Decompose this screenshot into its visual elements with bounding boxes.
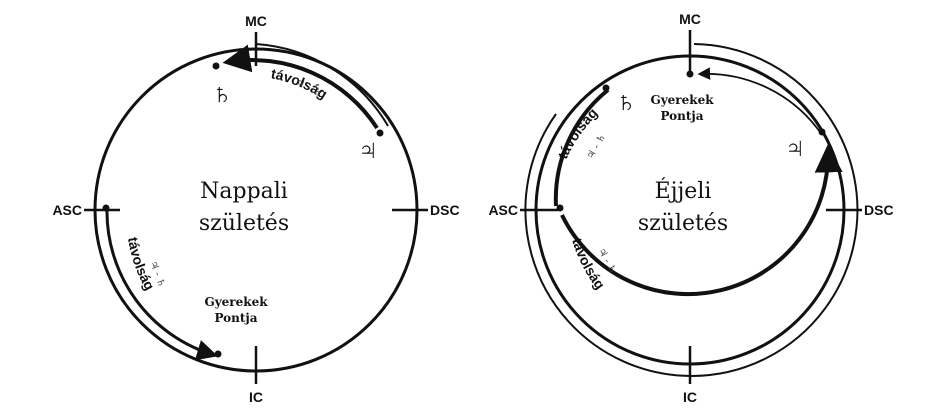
left-bottom-arrow-arc — [105, 207, 219, 361]
left-saturn-point — [212, 62, 220, 70]
left-children-point — [214, 350, 222, 358]
right-asc-point — [556, 204, 564, 212]
left-jupiter-point — [376, 129, 384, 137]
left-jupiter-glyph: ♃ — [357, 134, 380, 167]
left-top-arc-outer — [255, 43, 389, 127]
right-mc-point — [686, 70, 694, 78]
right-jupiter-glyph: ♃ — [784, 132, 807, 165]
right-lower-thick-arc — [560, 144, 843, 297]
left-saturn-glyph: ♄ — [211, 78, 234, 111]
right-children-point-label-line1: Gyerekek — [650, 93, 714, 107]
left-asc-label: ASC — [52, 202, 82, 218]
right-chart-title-line1: Éjjeli — [655, 177, 712, 204]
left-mc-label: MC — [245, 13, 267, 29]
right-saturn-point — [602, 84, 610, 92]
right-dsc-label: DSC — [864, 202, 894, 218]
right-jupiter-point — [818, 128, 826, 136]
right-mc-label: MC — [679, 11, 701, 27]
left-top-arrow-arc — [222, 44, 379, 130]
left-ic-label: IC — [249, 389, 263, 405]
left-asc-point — [102, 204, 110, 212]
left-children-point-label-line2: Pontja — [214, 311, 257, 325]
left-chart: MC IC ASC DSC Nappali születés ♄ ♃ távol… — [52, 13, 459, 405]
right-left-thick-arc — [553, 88, 610, 207]
right-chart-title-line2: születés — [638, 211, 728, 236]
right-ic-label: IC — [683, 389, 697, 405]
right-top-arc-note: ♃ - ♄ — [585, 132, 608, 161]
left-chart-title-line2: születés — [199, 211, 289, 236]
right-outer-arc — [524, 43, 859, 377]
left-dsc-label: DSC — [430, 202, 460, 218]
right-chart: MC IC ASC DSC Éjjeli születés ♃ ♄ távols… — [488, 11, 893, 405]
left-chart-title-line1: Nappali — [200, 179, 288, 204]
left-children-point-label-line1: Gyerekek — [204, 295, 268, 309]
right-saturn-glyph: ♄ — [615, 86, 638, 119]
right-asc-label: ASC — [488, 202, 518, 218]
right-top-arrow-arc — [697, 67, 821, 133]
right-children-point-label-line2: Pontja — [660, 109, 703, 123]
